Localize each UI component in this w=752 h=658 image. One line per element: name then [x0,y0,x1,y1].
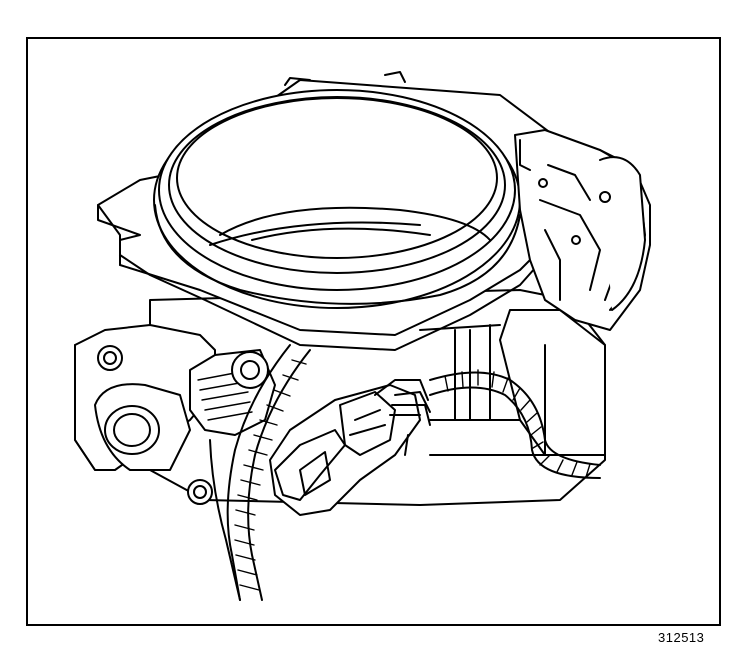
figure-id-label: 312513 [658,630,705,645]
wiring-harness-left [209,344,311,601]
electrical-connector [269,379,431,516]
wiring-harness-right [429,369,601,479]
figure-frame [26,37,721,626]
idle-air-control-motor [74,324,216,505]
throttle-spring [189,349,276,436]
throttle-position-sensor [514,129,651,331]
throttle-bore [153,89,521,309]
